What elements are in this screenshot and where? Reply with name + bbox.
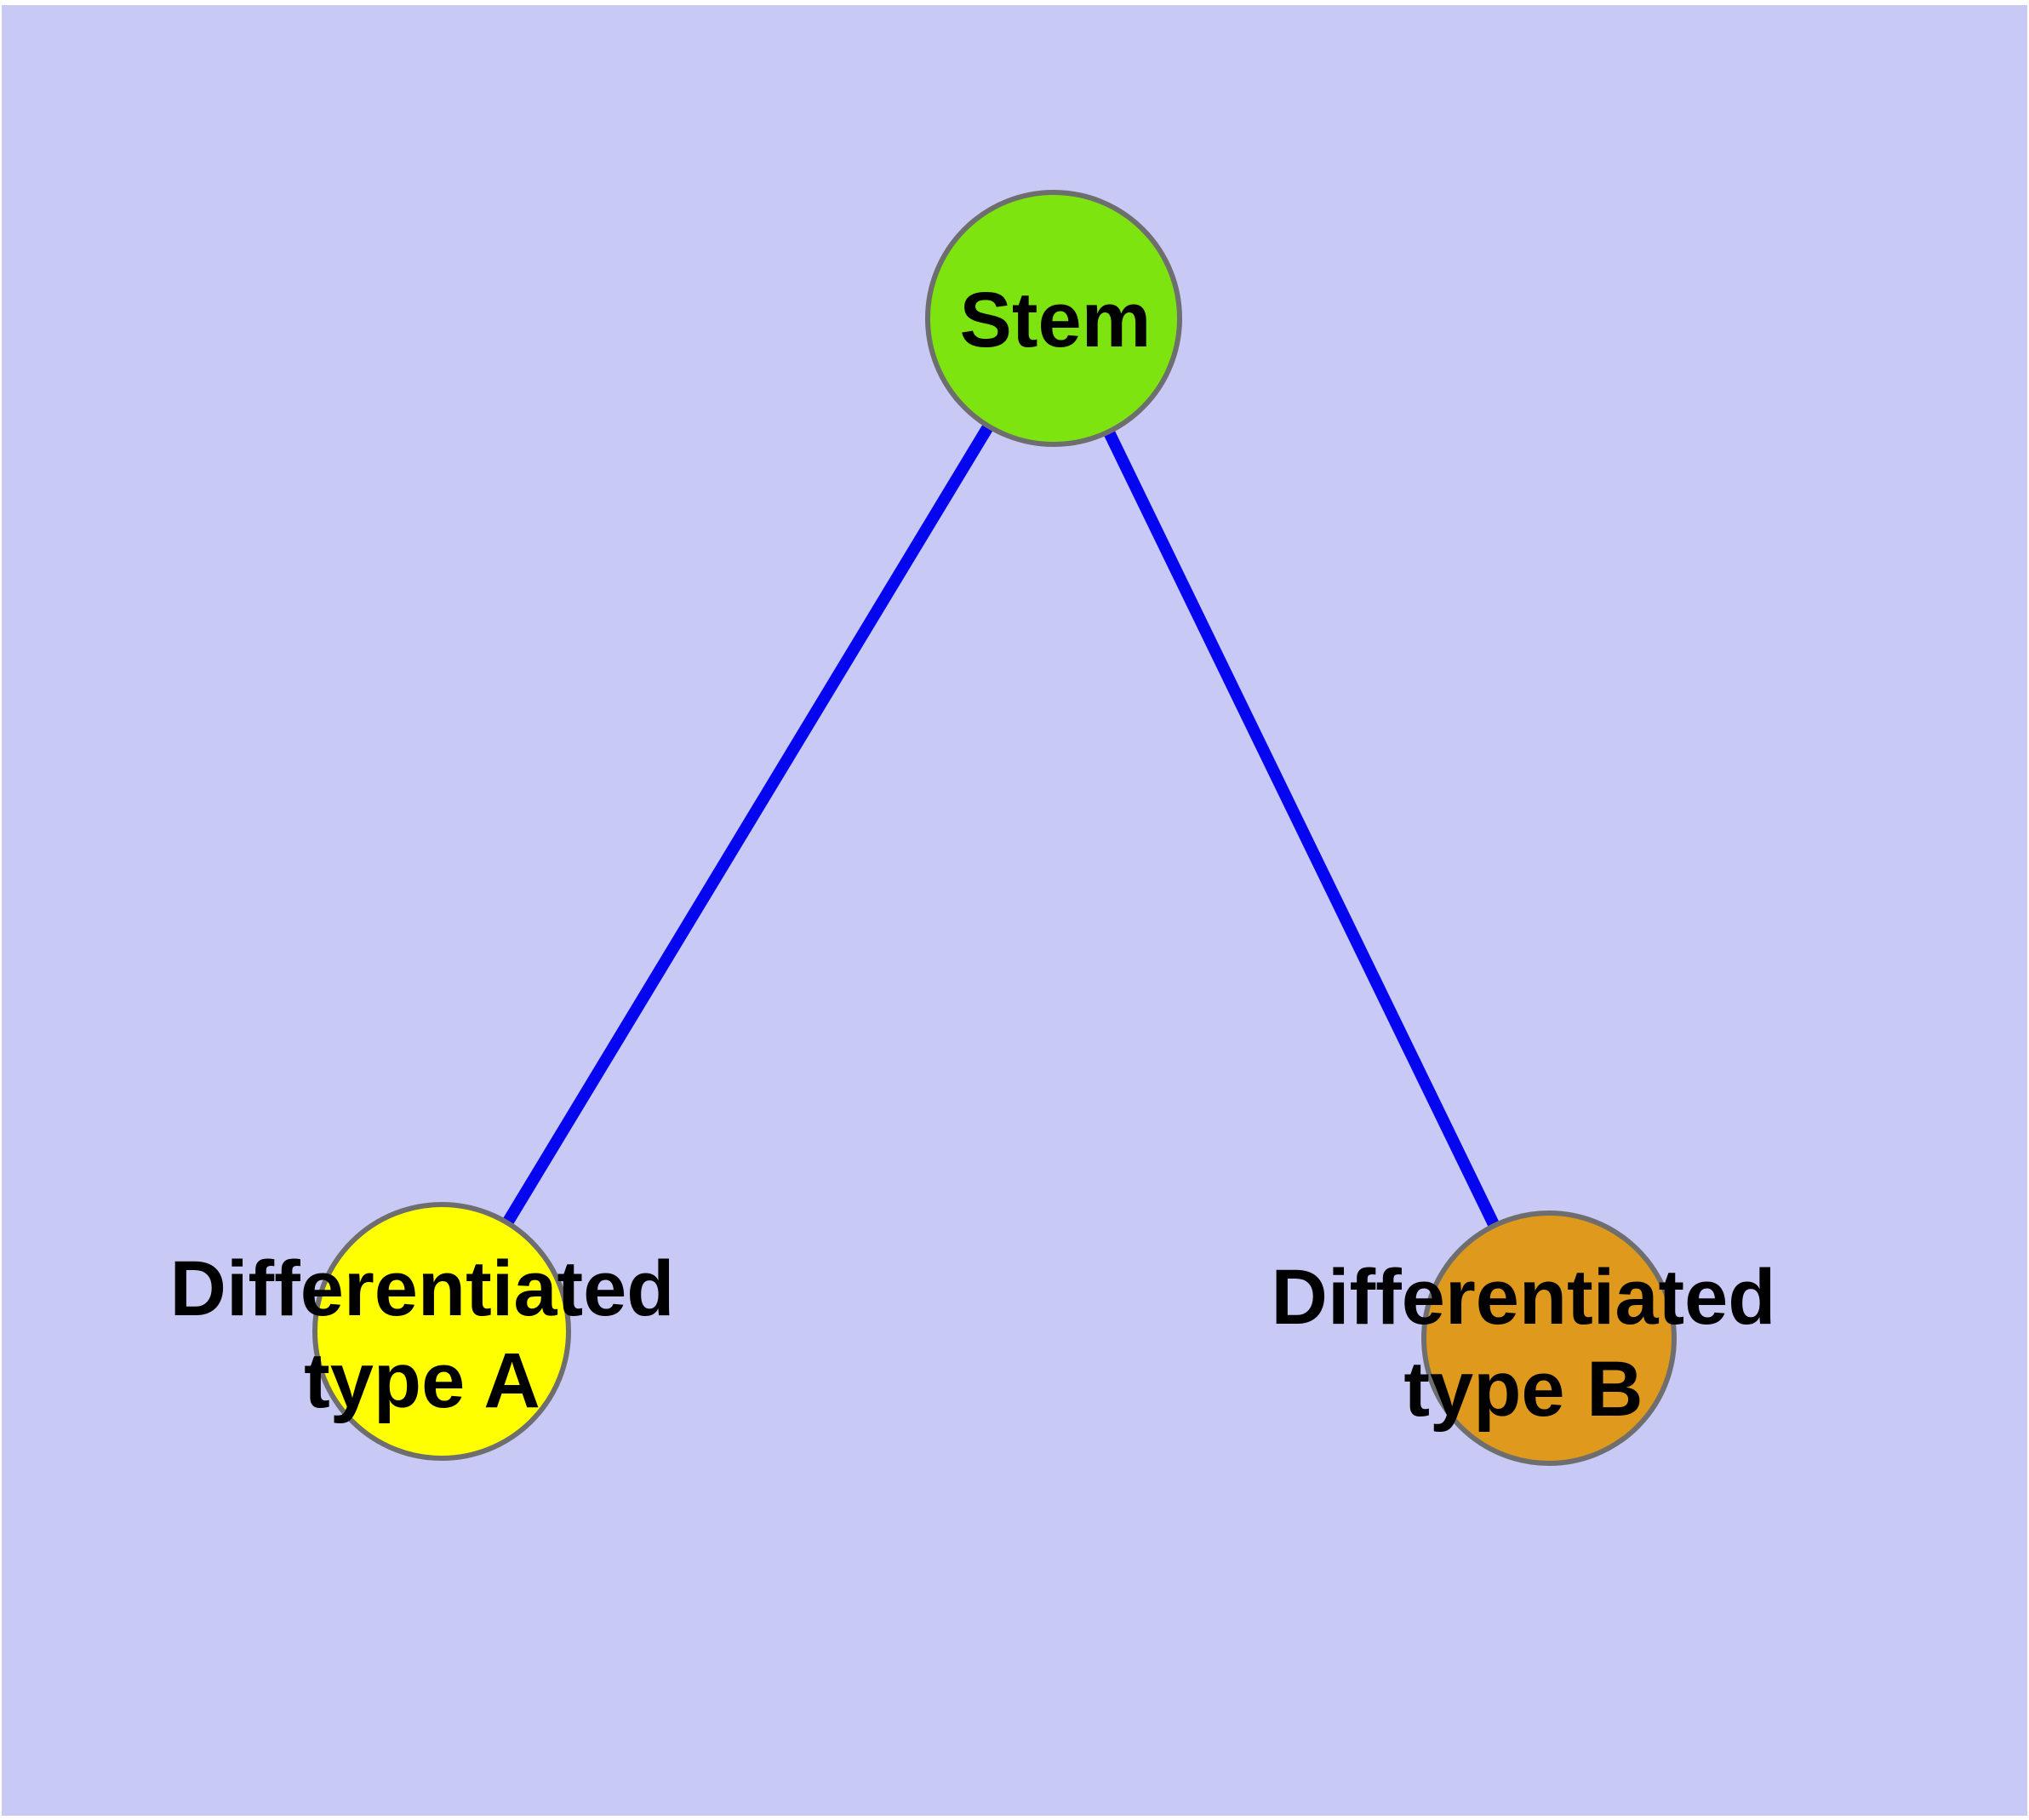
label-group: Stem Differentiated type A Differentiate… [170,277,1776,1433]
edge-stem-to-type-b [1048,315,1555,1342]
node-group [312,190,1677,1466]
node-type-b-label-line1: Differentiated [1272,1254,1776,1341]
node-type-b-circle [1421,1210,1677,1466]
node-type-a-circle [312,1202,571,1461]
node-stem-circle [925,190,1182,447]
node-type-a-label-line1: Differentiated [170,1245,675,1332]
node-type-b-label-line2: type B [1403,1346,1643,1433]
node-type-a-label-line2: type A [304,1337,540,1424]
node-stem-label: Stem [960,277,1152,363]
edge-stem-to-type-a [437,315,1059,1335]
edge-group [437,315,1555,1342]
